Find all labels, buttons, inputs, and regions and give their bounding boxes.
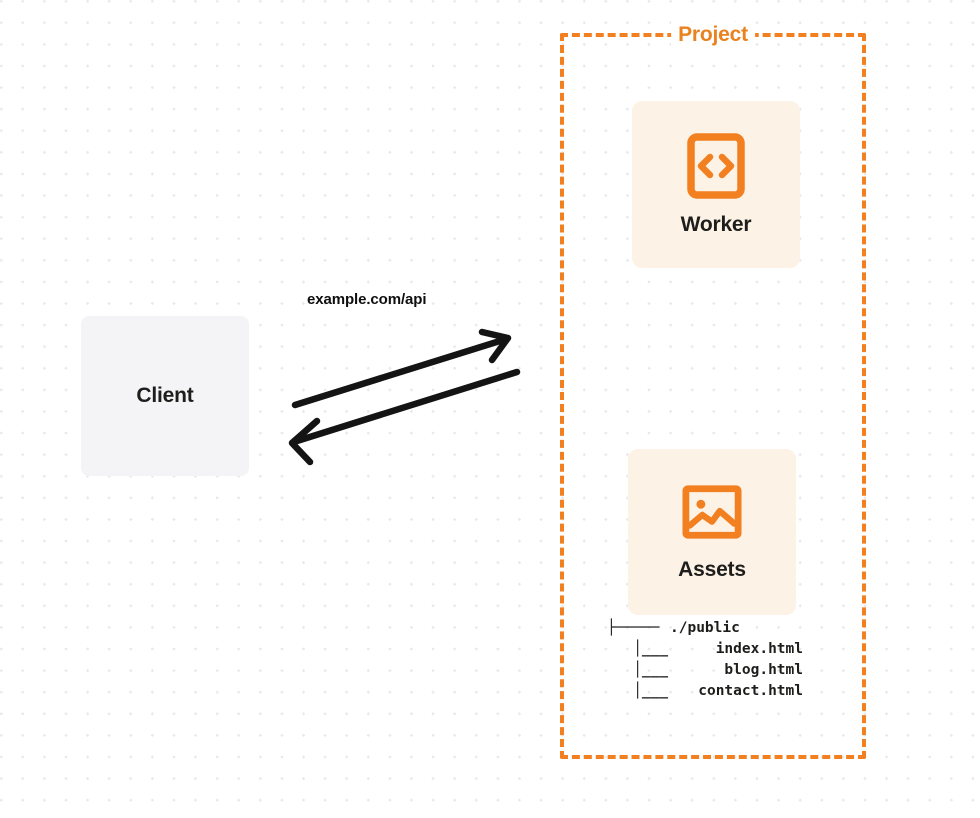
tree-row: │___ index.html [607,639,803,660]
tree-row: │___ contact.html [607,681,803,702]
client-node-label: Client [136,384,194,407]
tree-item-name: index.html [715,641,803,657]
code-brackets-icon [686,132,746,199]
request-arrow [291,328,512,409]
assets-file-tree: ├───── ./public │___ index.html │___ blo… [607,618,803,702]
tree-connector: │___ [607,641,669,657]
tree-row: ├───── ./public [607,618,803,639]
assets-card-label: Assets [678,558,746,581]
tree-row: │___ blog.html [607,660,803,681]
client-node[interactable]: Client [81,316,249,476]
connection-label: example.com/api [307,291,427,308]
tree-connector: │___ [607,683,669,699]
worker-card[interactable]: Worker [632,101,800,268]
project-title: Project [671,22,755,48]
tree-connector: ├───── [607,620,660,636]
assets-card[interactable]: Assets [628,449,796,615]
worker-card-label: Worker [680,212,752,236]
response-arrow [288,368,521,466]
tree-connector: │___ [607,662,669,678]
image-icon [682,482,742,542]
tree-item-name: ./public [670,620,740,636]
project-container: Project [560,22,866,759]
tree-item-name: contact.html [698,683,803,699]
tree-item-name: blog.html [724,662,803,678]
